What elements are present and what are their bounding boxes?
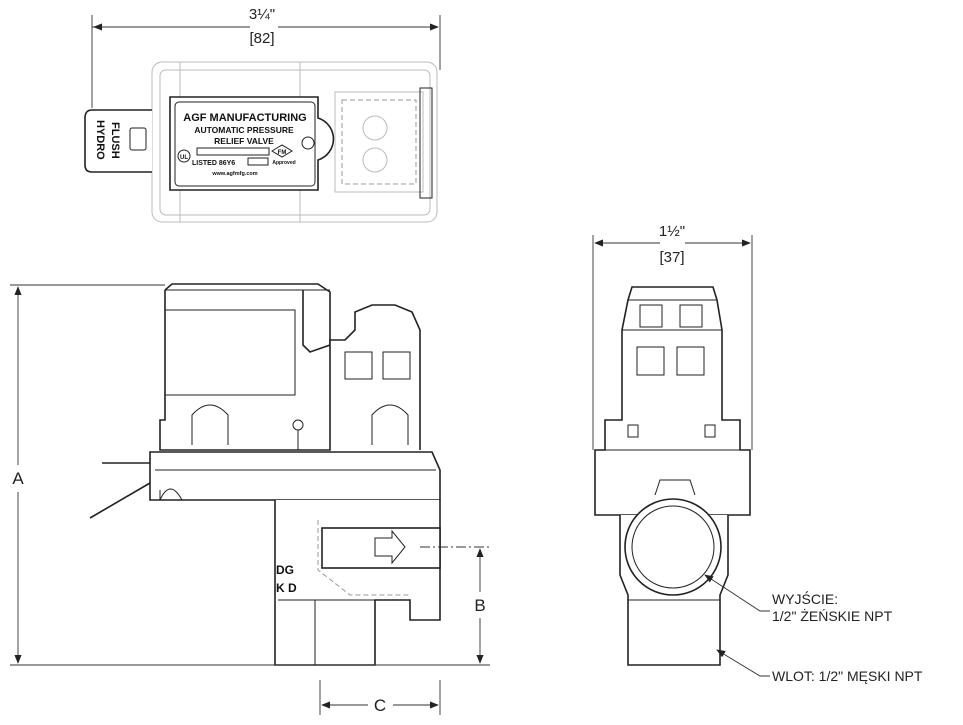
dimension-a-label: A xyxy=(12,469,24,488)
side-view: DG K D A B C xyxy=(10,283,490,715)
ul-mark: UL xyxy=(180,155,188,161)
dimension-b-label: B xyxy=(474,596,485,615)
inlet-callout: WLOT: 1/2" MĘSKI NPT xyxy=(772,668,923,684)
plate-line3: RELIEF VALVE xyxy=(214,136,274,146)
plate-line2: AUTOMATIC PRESSURE xyxy=(194,125,294,135)
fm-approved: Approved xyxy=(272,160,295,166)
flush-hydro-tab: FLUSH HYDRO xyxy=(84,109,152,173)
outlet-callout-line2: 1/2" ŻEŃSKIE NPT xyxy=(772,607,893,624)
dimension-c-label: C xyxy=(374,696,386,715)
plate-website: www.agfmfg.com xyxy=(211,171,257,177)
front-view: 1½" [37] WYJŚCIE: 1/2" ŻEŃSKIE NPT WLOT:… xyxy=(592,223,923,684)
tab-hydro-text: HYDRO xyxy=(94,120,106,160)
top-width-inch-label: 3¼" xyxy=(249,6,275,23)
top-width-mm-label: [82] xyxy=(249,30,274,47)
top-view: 3¼" [82] FLUSH HYDRO AGF MANUFACTURING A… xyxy=(84,6,441,223)
front-width-inch-label: 1½" xyxy=(659,223,685,240)
plate-listed: LISTED 86Y6 xyxy=(192,160,235,167)
outlet-callout-line1: WYJŚCIE: xyxy=(772,590,838,607)
front-width-mm-label: [37] xyxy=(659,249,684,266)
tab-flush-text: FLUSH xyxy=(109,122,121,159)
plate-line1: AGF MANUFACTURING xyxy=(183,112,306,124)
nameplate: AGF MANUFACTURING AUTOMATIC PRESSURE REL… xyxy=(169,96,335,191)
side-mark-line1: DG xyxy=(276,563,294,577)
side-mark-line2: K D xyxy=(276,581,297,595)
fm-mark: FM xyxy=(278,150,287,156)
